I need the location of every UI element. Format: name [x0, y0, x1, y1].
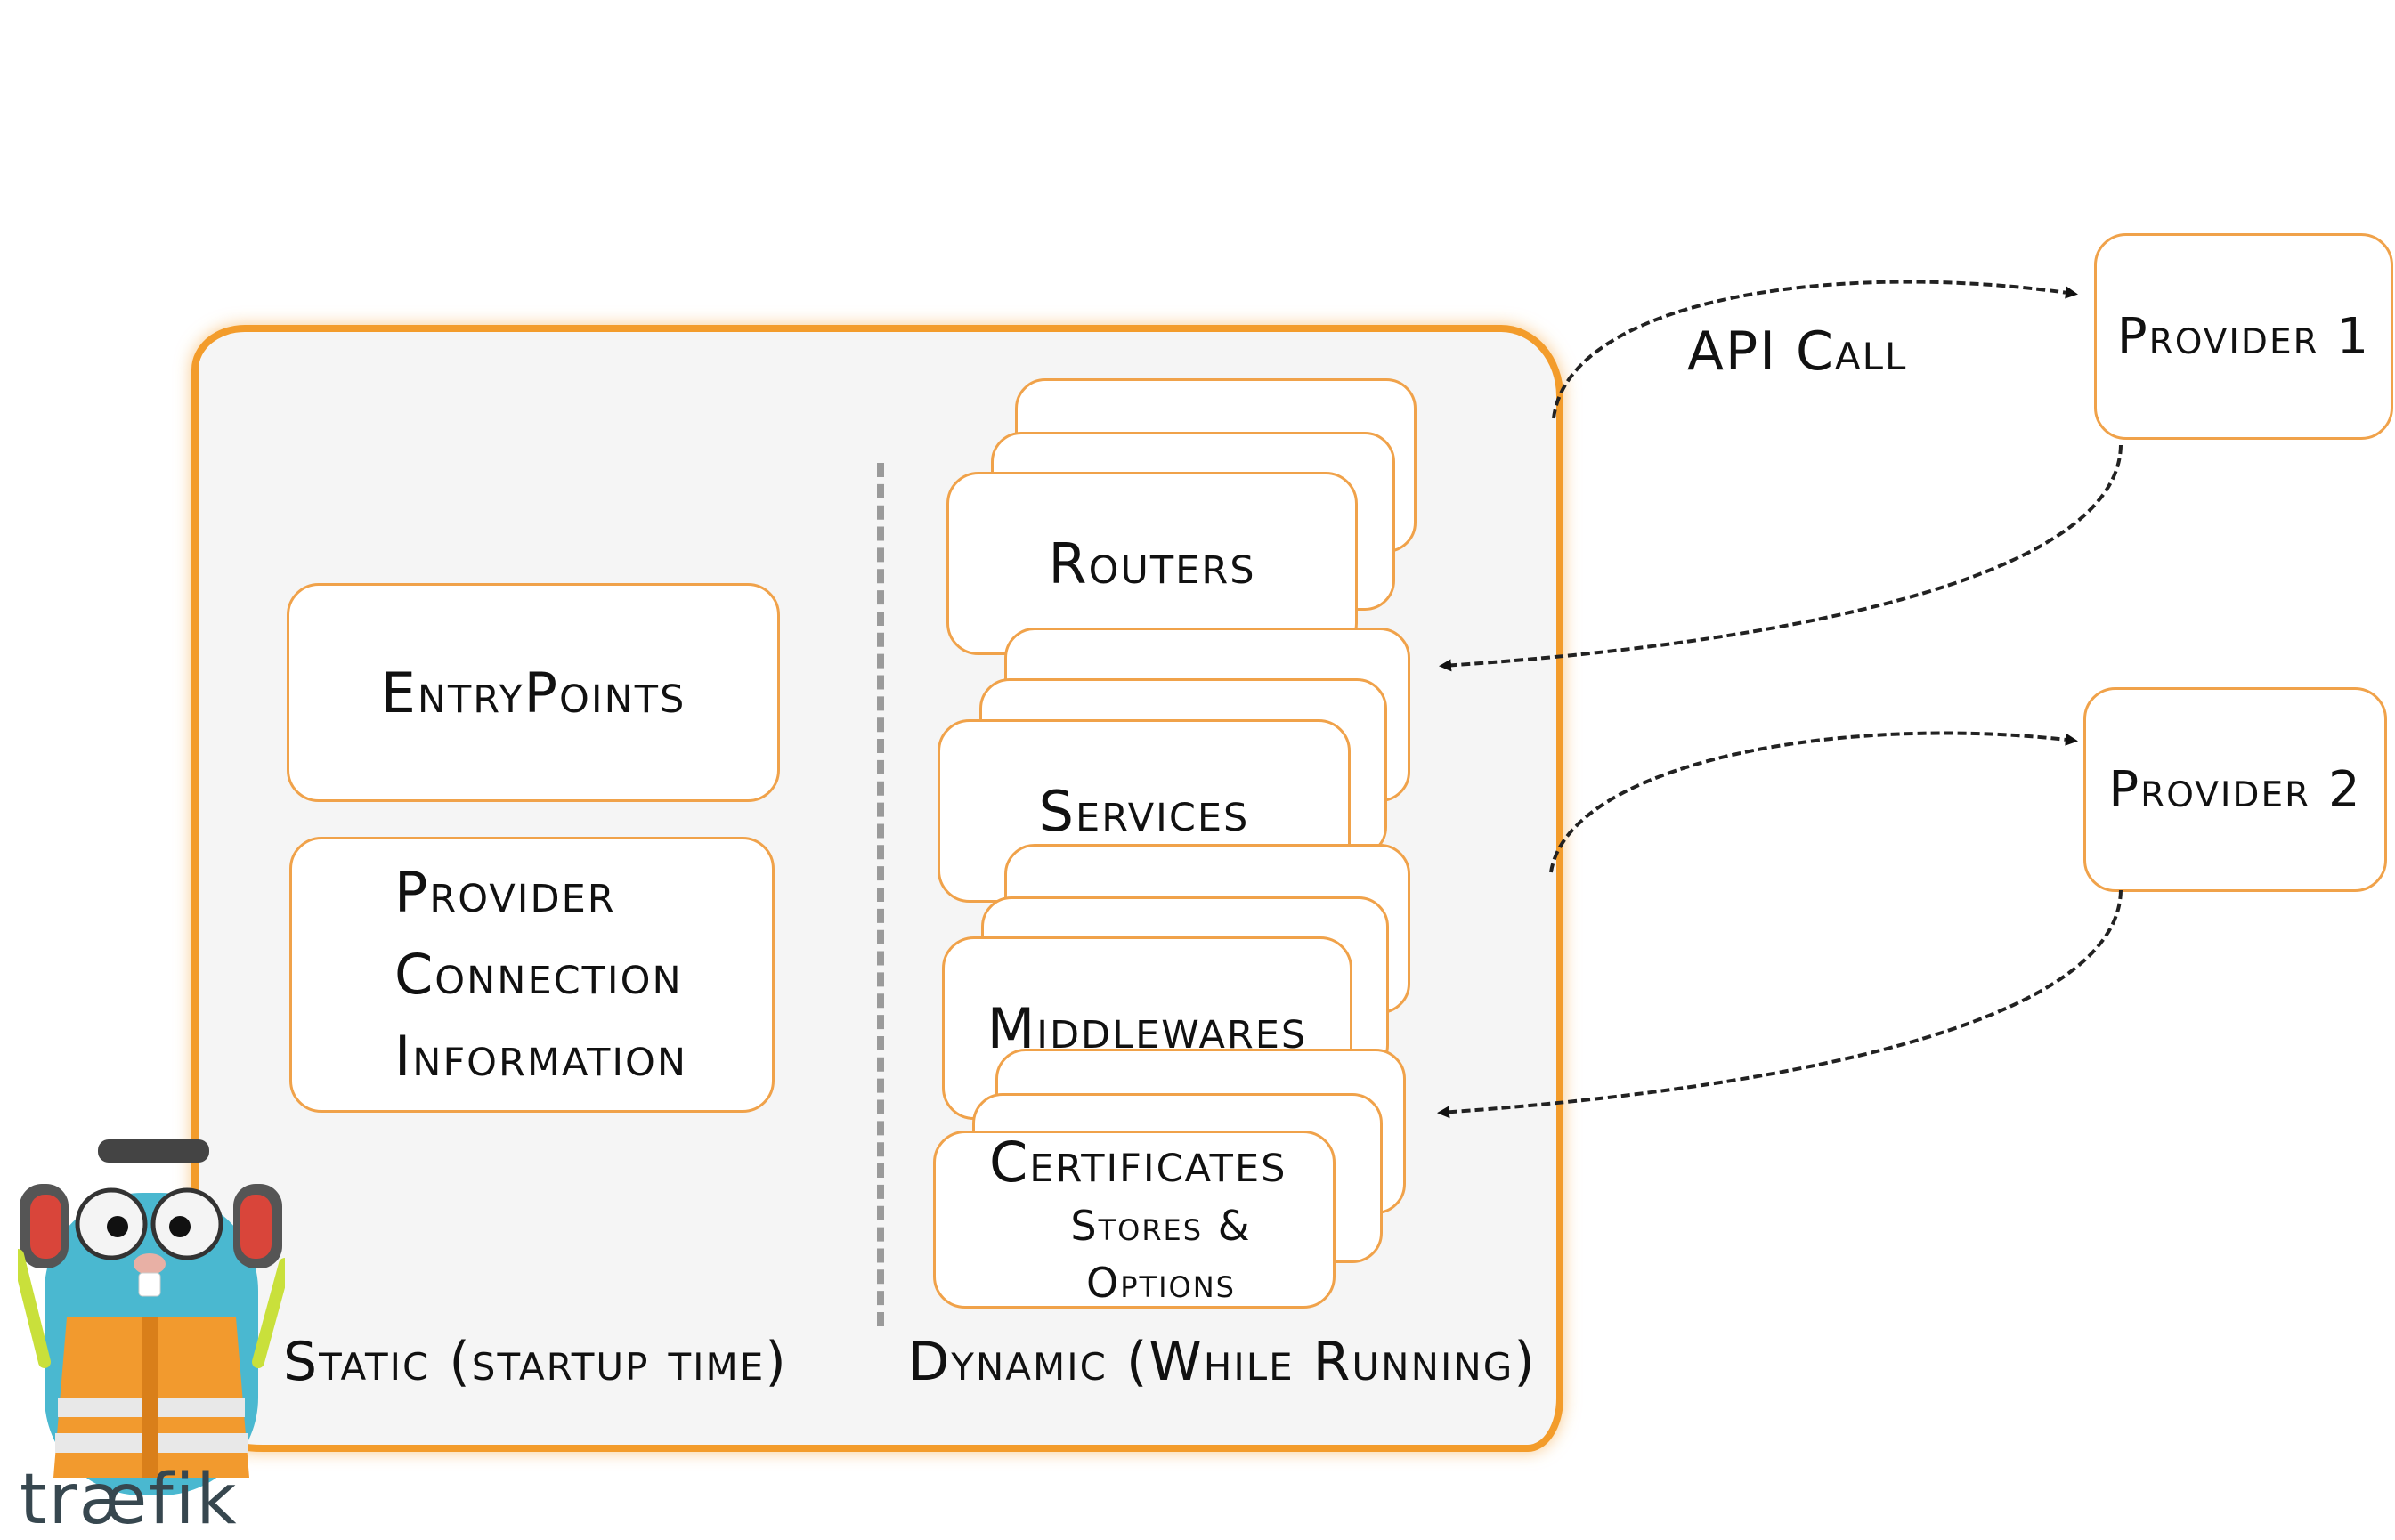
static-footer-label: Static (startup time) — [283, 1331, 788, 1393]
entrypoints-label: EntryPoints — [380, 660, 686, 725]
provider-1-box: Provider 1 — [2094, 233, 2393, 440]
services-label: Services — [1038, 778, 1250, 844]
certificates-label: Certificates — [989, 1130, 1287, 1195]
return-arrow-provider-1 — [1439, 444, 2123, 672]
return-arrow-provider-2 — [1437, 889, 2123, 1119]
provider-1-label: Provider 1 — [2116, 307, 2371, 366]
entrypoints-box: EntryPoints — [287, 583, 780, 802]
provider-connection-box: Provider Connection Information — [289, 837, 775, 1113]
certificates-sub-label: Stores & Options — [1070, 1202, 1252, 1307]
certificates-box: Certificates Stores & Options — [933, 1130, 1336, 1309]
api-call-arrow-provider-1 — [1552, 280, 2078, 419]
provider-connection-line-2: Connection — [394, 942, 683, 1007]
static-dynamic-divider — [877, 463, 884, 1326]
dynamic-footer-label: Dynamic (While Running) — [908, 1331, 1537, 1393]
routers-label: Routers — [1048, 531, 1256, 596]
traefik-logo-text: træfik — [20, 1460, 239, 1540]
provider-2-label: Provider 2 — [2108, 760, 2362, 819]
provider-2-box: Provider 2 — [2083, 687, 2387, 892]
provider-connection-line-1: Provider — [394, 860, 616, 925]
traefik-gopher-mascot — [18, 1139, 285, 1495]
api-call-label: API Call — [1687, 320, 1908, 383]
api-call-arrow-provider-2 — [1549, 731, 2078, 873]
provider-connection-line-3: Information — [394, 1024, 688, 1089]
